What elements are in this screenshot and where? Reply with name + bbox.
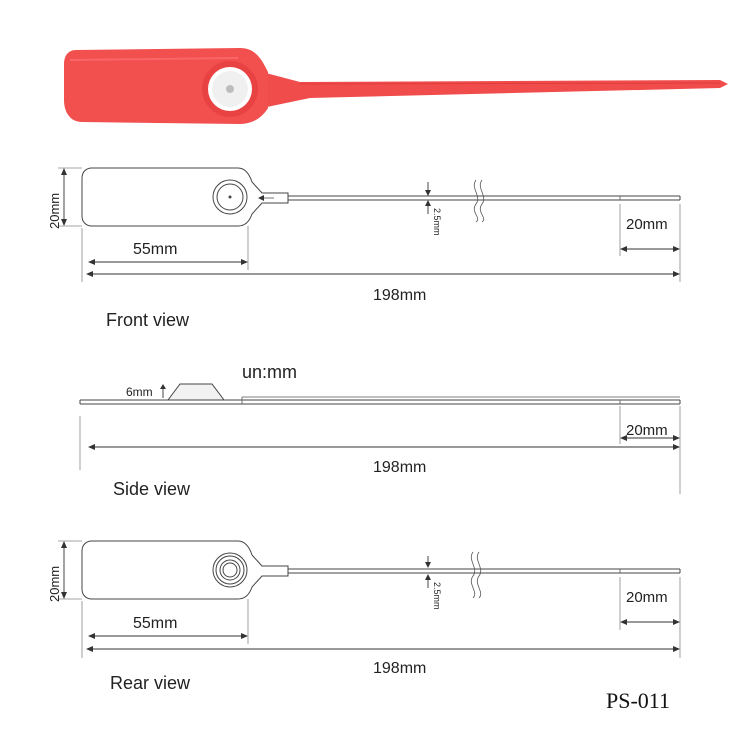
side-unit-note: un:mm: [242, 362, 297, 382]
front-height-label: 20mm: [47, 193, 62, 229]
front-tail-label: 20mm: [626, 216, 668, 233]
rear-tail-label: 20mm: [626, 589, 668, 606]
front-view-drawing: [58, 167, 681, 282]
rear-view-title: Rear view: [110, 673, 191, 693]
rear-strap-label: 2.5mm: [432, 582, 442, 610]
model-code: PS-011: [606, 688, 670, 713]
front-strap-label: 2.5mm: [432, 208, 442, 236]
red-plastic-seal-photo: [64, 48, 728, 124]
side-view-title: Side view: [113, 479, 191, 499]
rear-height-label: 20mm: [47, 566, 62, 602]
front-view-title: Front view: [106, 310, 190, 330]
rear-body-length-label: 55mm: [133, 615, 177, 632]
side-tail-label: 20mm: [626, 422, 668, 439]
rear-total-length-label: 198mm: [373, 660, 426, 677]
front-total-length-label: 198mm: [373, 287, 426, 304]
side-view-drawing: [79, 383, 681, 494]
rear-view-drawing: [58, 540, 681, 658]
side-thickness-label: 6mm: [126, 385, 153, 399]
side-total-length-label: 198mm: [373, 459, 426, 476]
front-body-length-label: 55mm: [133, 241, 177, 258]
